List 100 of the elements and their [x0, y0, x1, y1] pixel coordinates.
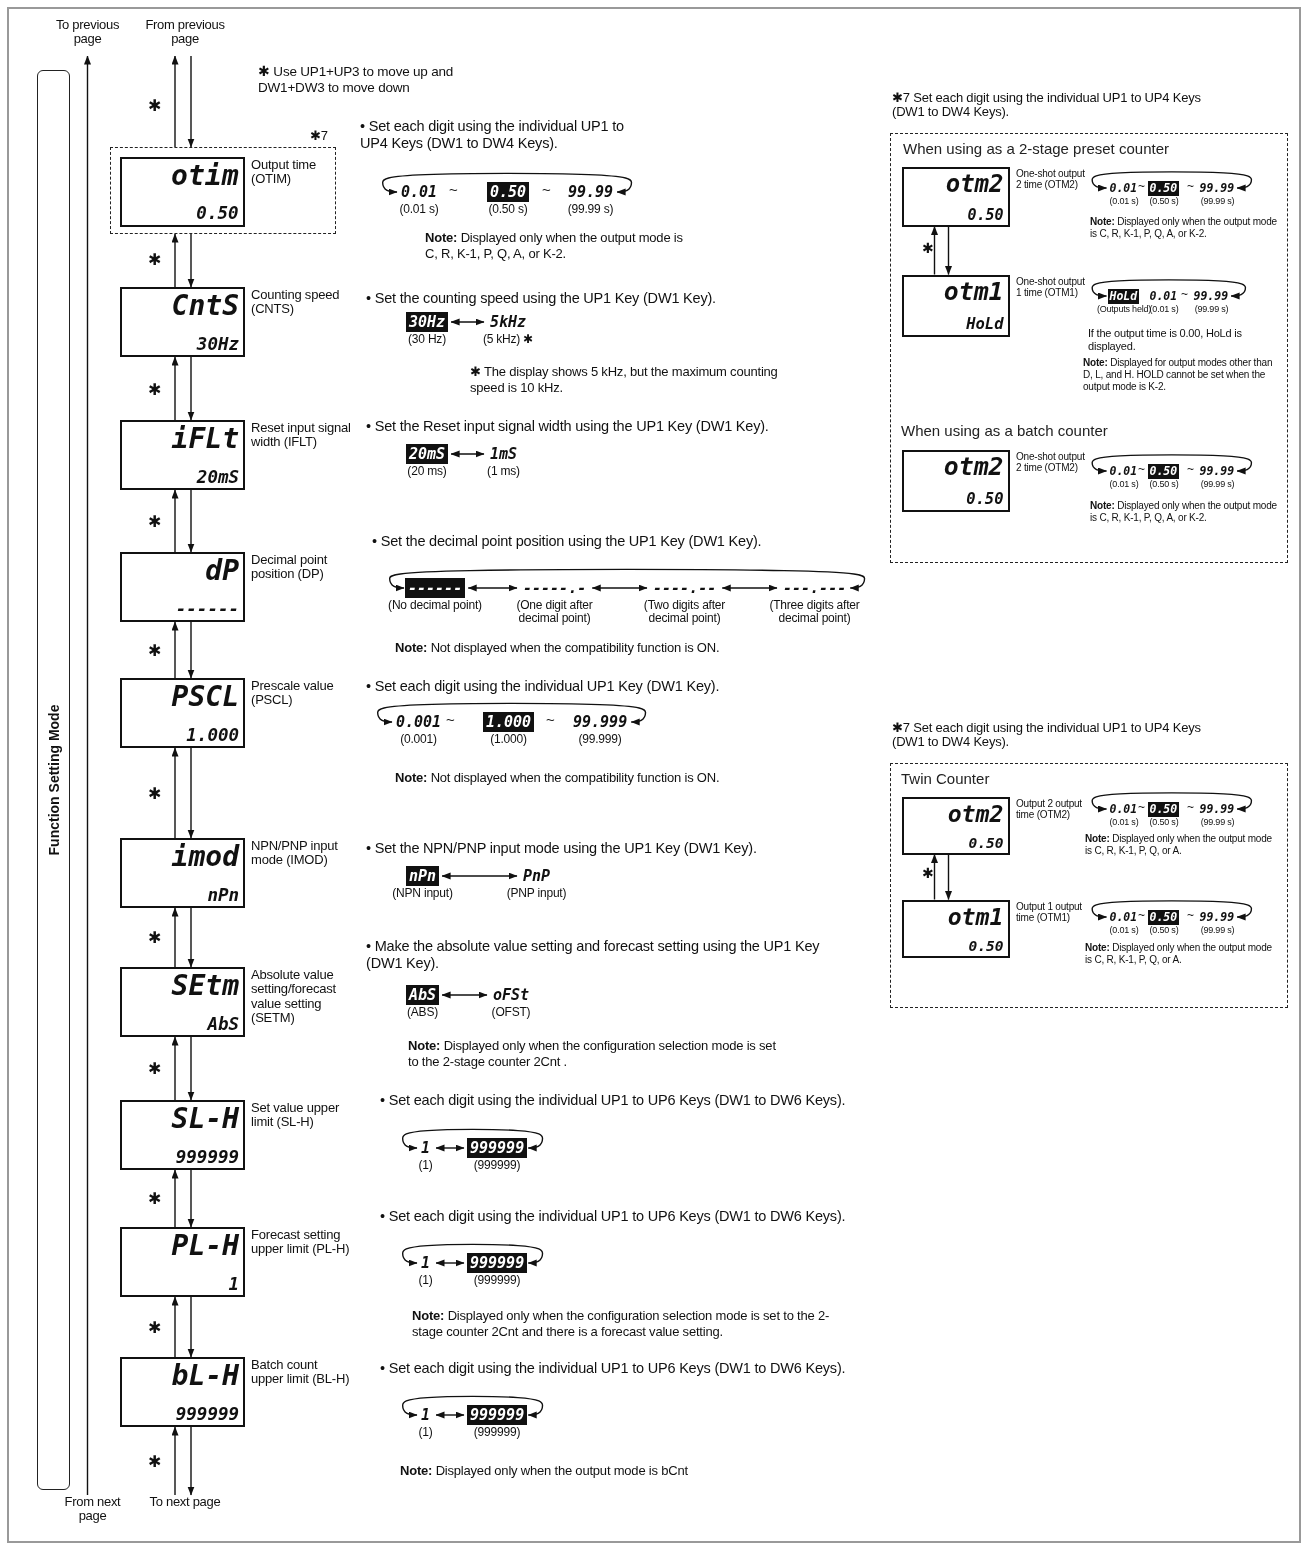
arrow — [931, 225, 938, 276]
display-code: SEtm — [171, 972, 239, 1000]
value-caption: (ABS) — [407, 1006, 438, 1020]
dashed-panel — [890, 133, 1288, 563]
display-code: otm2 — [943, 454, 1004, 480]
arrow — [945, 225, 952, 276]
value-caption: (99.999) — [578, 733, 622, 747]
range-tilde: ~ — [1138, 908, 1145, 923]
asterisk-mark: ✱ — [148, 1189, 161, 1209]
lcd-display — [120, 838, 245, 908]
value-caption: (1) — [418, 1426, 433, 1440]
setting-value: PnP — [520, 866, 554, 886]
asterisk-mark: ✱ — [148, 380, 161, 400]
cycle-arrow — [1091, 792, 1253, 813]
display-code: otm2 — [945, 171, 1004, 196]
parameter-description: Reset input signal width (IFLT) — [251, 421, 351, 450]
display-value: 0.50 — [968, 836, 1004, 851]
cycle-arrow — [381, 172, 633, 196]
display-code: otm1 — [947, 904, 1004, 928]
parameter-description: Prescale value (PSCL) — [251, 679, 335, 708]
asterisk-mark: ✱ — [922, 865, 934, 882]
range-tilde: ~ — [1187, 908, 1194, 923]
parameter-description: Decimal point position (DP) — [251, 553, 329, 582]
footnote: ✱ The display shows 5 kHz, but the maximum counting speed is 10 kHz. — [470, 364, 779, 396]
instruction-text: • Set each digit using the individual UP1 to UP6 Keys (DW1 to DW6 Keys). — [380, 1360, 846, 1378]
double-arrow — [435, 1144, 465, 1152]
setting-value: 30Hz — [406, 312, 449, 332]
cycle-arrow — [401, 1395, 544, 1419]
cycle-arrow — [401, 1243, 544, 1267]
value-caption: (Two digits after decimal point) — [642, 599, 727, 626]
value-caption: (0.50 s) — [488, 203, 528, 217]
value-caption: (99.99 s) — [1200, 926, 1235, 936]
parameter-description: NPN/PNP input mode (IMOD) — [251, 839, 339, 868]
page-link-text: To next page — [140, 1495, 230, 1533]
lcd-display — [901, 166, 1010, 227]
setting-value: 99.99 — [1197, 801, 1237, 817]
display-value: 0.50 — [196, 205, 239, 223]
value-caption: (0.001) — [400, 733, 437, 747]
setting-value: 0.50 — [1147, 180, 1180, 196]
parameter-description: Set value upper limit (SL-H) — [251, 1101, 341, 1130]
value-caption: (0.50 s) — [1149, 926, 1179, 936]
value-caption: (0.01 s) — [1109, 926, 1139, 936]
lcd-display — [120, 678, 245, 748]
asterisk-mark: ✱ — [148, 250, 161, 270]
value-caption: (No decimal point) — [388, 599, 482, 613]
range-tilde: ~ — [542, 181, 551, 199]
setting-value: 1mS — [487, 444, 521, 464]
arrow — [187, 907, 195, 968]
panel-heading: Twin Counter — [901, 770, 990, 787]
double-arrow — [435, 1259, 465, 1267]
setting-value: 0.50 — [1147, 463, 1180, 479]
value-caption: (0.50 s) — [1149, 480, 1179, 490]
value-caption: (OFST) — [491, 1006, 531, 1020]
arrow — [187, 356, 195, 421]
double-arrow — [435, 1411, 465, 1419]
setting-value: 0.50 — [487, 182, 530, 202]
note-text: Note: Displayed only when the output mode is C, R, K-1, P, Q, A, or K-2. — [425, 230, 684, 262]
footnote: ✱ Use UP1+UP3 to move up and DW1+DW3 to move down — [258, 64, 455, 97]
arrow — [187, 1426, 195, 1496]
asterisk-mark: ✱ — [148, 1059, 161, 1079]
lcd-display — [120, 552, 245, 622]
double-arrow — [591, 584, 648, 592]
setting-value: -----.- — [520, 578, 590, 598]
lcd-display — [120, 420, 245, 490]
parameter-description: Output 1 output time (OTM1) — [1016, 901, 1083, 923]
value-caption: (0.50 s) — [1149, 197, 1179, 207]
arrow — [187, 1169, 195, 1228]
setting-value: nPn — [406, 866, 440, 886]
instruction-text: • Set the Reset input signal width using the UP1 Key (DW1 Key). — [366, 418, 769, 436]
arrow — [187, 233, 195, 288]
lcd-display — [120, 967, 245, 1037]
parameter-description: Output 2 output time (OTM2) — [1016, 798, 1083, 820]
cycle-arrow — [1091, 279, 1247, 300]
arrow — [171, 1296, 179, 1358]
setting-value: 0.01 — [398, 182, 441, 202]
double-arrow — [467, 584, 518, 592]
cycle-arrow — [388, 568, 866, 592]
value-caption: (999999) — [473, 1159, 521, 1173]
arrow — [187, 1036, 195, 1101]
display-value: 0.50 — [966, 492, 1004, 508]
value-caption: (1.000) — [490, 733, 527, 747]
asterisk-mark: ✱ — [148, 928, 161, 948]
setting-value: 0.01 — [1147, 288, 1180, 304]
setting-value: 0.01 — [1107, 909, 1140, 925]
note-text: Note: Displayed for output modes other than D, L, and H. HOLD cannot be set when the output mode is K-2. — [1083, 357, 1274, 393]
value-caption: (5 kHz) ✱ — [482, 333, 534, 347]
display-code: otm2 — [947, 801, 1004, 825]
cycle-arrow — [1091, 454, 1253, 475]
parameter-description: Forecast setting upper limit (PL-H) — [251, 1228, 351, 1257]
panel-heading: When using as a batch counter — [901, 422, 1108, 439]
arrow — [187, 747, 195, 839]
asterisk-mark: ✱ — [148, 641, 161, 661]
range-tilde: ~ — [1181, 287, 1188, 302]
setting-value: 0.01 — [1107, 801, 1140, 817]
display-value: 0.50 — [967, 207, 1004, 223]
instruction-text: • Set each digit using the individual UP1 to UP6 Keys (DW1 to DW6 Keys). — [380, 1208, 846, 1226]
value-caption: (Three digits after decimal point) — [768, 599, 861, 626]
asterisk-mark: ✱ — [148, 784, 161, 804]
setting-value: 1 — [418, 1405, 434, 1425]
display-value: 0.50 — [968, 939, 1004, 954]
